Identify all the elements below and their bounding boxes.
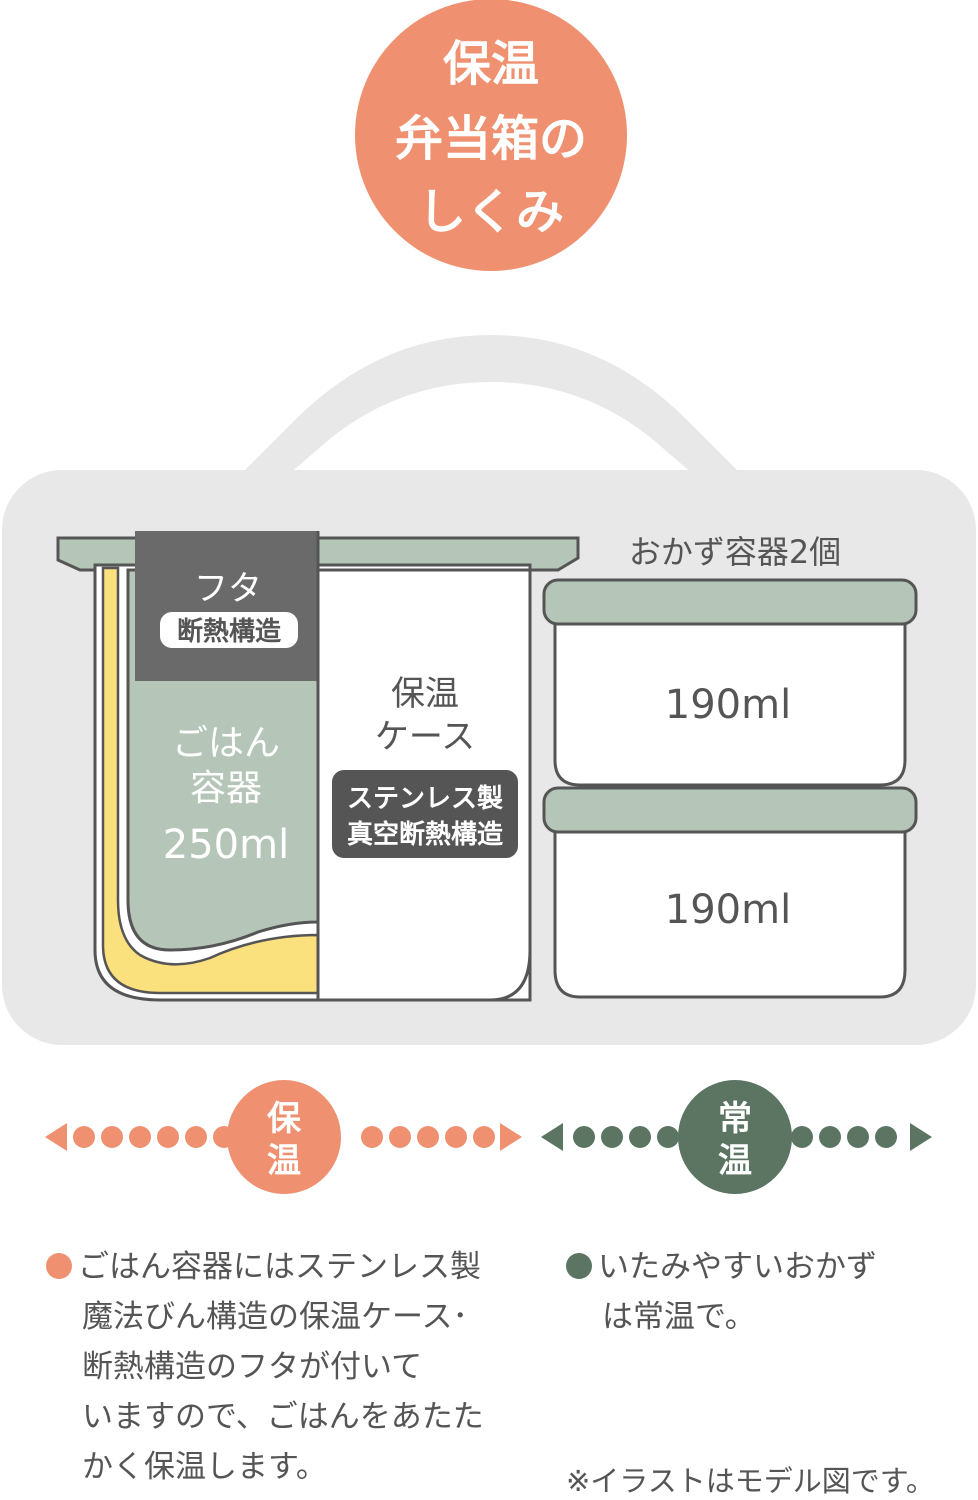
rice-capacity: 250ml	[163, 822, 289, 868]
lid-badge-bg	[160, 612, 298, 648]
warm-label-line-2: 温	[267, 1141, 301, 1181]
room-desc-line-2: は常温で。	[602, 1299, 756, 1335]
title-badge	[355, 0, 627, 271]
warm-indicator	[45, 1080, 522, 1194]
side-container-top	[542, 578, 918, 787]
room-arrow-left	[541, 1123, 563, 1151]
warm-dot	[101, 1126, 123, 1148]
room-description: いたみやすいおかず は常温で。	[566, 1242, 966, 1342]
lid-label: フタ	[194, 569, 262, 609]
room-dot	[791, 1126, 813, 1148]
warm-arrow-right	[500, 1123, 522, 1151]
room-indicator	[541, 1080, 932, 1194]
insulation-layer	[101, 566, 320, 995]
warm-dot	[445, 1126, 467, 1148]
case-badge-line-2: 真空断熱構造	[347, 819, 503, 850]
case-label-line-2: ケース	[375, 717, 475, 757]
side-capacity-bottom: 190ml	[665, 887, 791, 933]
warm-arrow-left	[45, 1123, 67, 1151]
case-label-line-1: 保温	[391, 674, 459, 714]
warm-dot	[73, 1126, 95, 1148]
rice-label-line-2: 容器	[190, 768, 262, 809]
room-bullet	[566, 1253, 592, 1279]
rice-label-line-1: ごはん	[172, 723, 280, 764]
warm-desc-line-1: ごはん容器にはステンレス製	[78, 1249, 481, 1285]
lid-badge: 断熱構造	[177, 616, 281, 647]
room-desc-line-1: いたみやすいおかず	[598, 1249, 877, 1285]
room-dot	[847, 1126, 869, 1148]
case-badge-bg	[332, 770, 518, 858]
warm-desc-line-2: 魔法びん構造の保温ケース･	[82, 1299, 468, 1335]
warm-desc-line-3: 断熱構造のフタが付いて	[82, 1349, 423, 1385]
room-label-line-1: 常	[718, 1099, 752, 1139]
side-container-bottom	[542, 786, 918, 999]
room-label-line-2: 温	[718, 1141, 752, 1181]
rice-container	[56, 531, 580, 1002]
bag-handle	[235, 335, 747, 480]
room-dot	[657, 1126, 679, 1148]
room-dot	[629, 1126, 651, 1148]
warm-badge	[227, 1080, 341, 1194]
side-capacity-top: 190ml	[665, 682, 791, 728]
room-dot	[601, 1126, 623, 1148]
room-arrow-right	[910, 1123, 932, 1151]
warm-dot	[157, 1126, 179, 1148]
warm-dot	[389, 1126, 411, 1148]
warm-desc-line-4: いますので、ごはんをあたた	[82, 1399, 484, 1435]
warm-dot	[129, 1126, 151, 1148]
warm-dot	[361, 1126, 383, 1148]
room-dot	[819, 1126, 841, 1148]
warm-dot	[473, 1126, 495, 1148]
title-line-1: 保温	[443, 36, 539, 92]
title-line-3: しくみ	[418, 184, 564, 240]
warm-desc-line-5: かく保温します。	[82, 1449, 327, 1485]
room-dot	[875, 1126, 897, 1148]
warm-description: ごはん容器にはステンレス製 魔法びん構造の保温ケース･ 断熱構造のフタが付いて …	[46, 1242, 536, 1492]
side-heading: おかず容器2個	[629, 533, 841, 571]
warm-dot	[185, 1126, 207, 1148]
title-line-2: 弁当箱の	[395, 111, 587, 167]
warm-label-line-1: 保	[267, 1099, 302, 1139]
warm-bullet	[46, 1253, 72, 1279]
model-note: ※イラストはモデル図です。	[566, 1464, 935, 1498]
room-dot	[573, 1126, 595, 1148]
warm-dot	[417, 1126, 439, 1148]
lid-block	[135, 531, 318, 681]
case-badge-line-1: ステンレス製	[347, 784, 503, 814]
room-badge	[678, 1080, 792, 1194]
